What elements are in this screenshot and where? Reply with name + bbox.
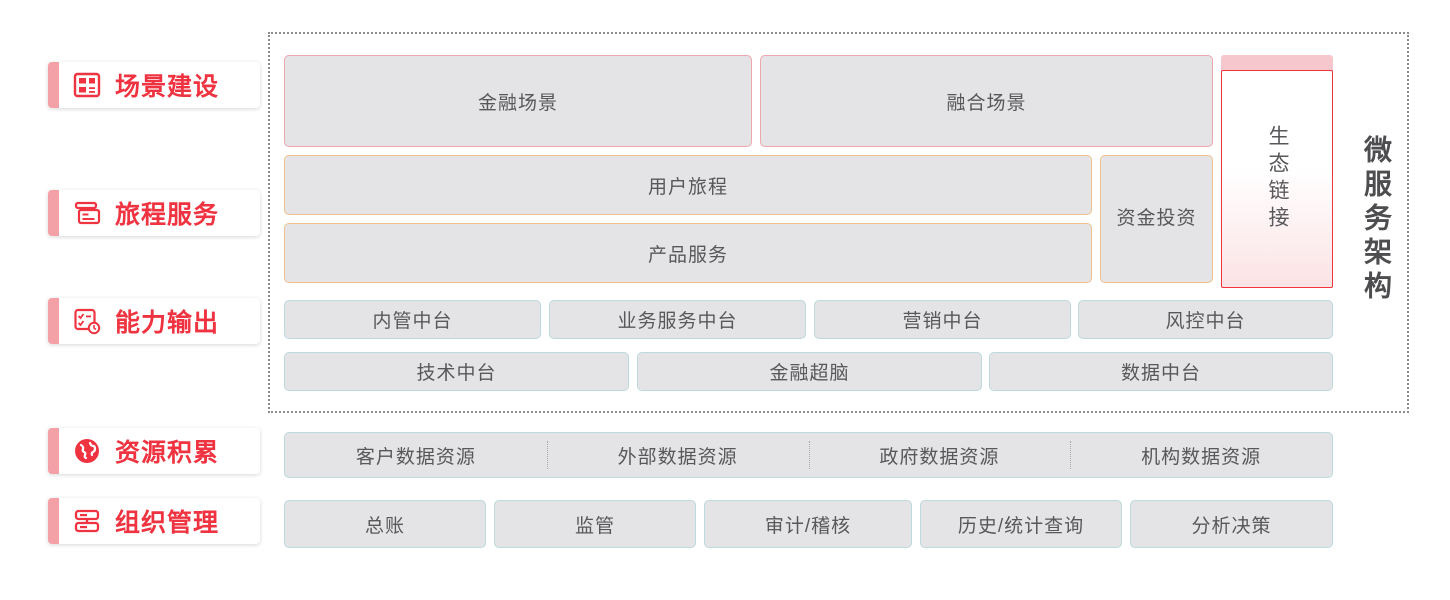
scene-box-label: 融合场景 [946,92,1027,114]
platform-box-risk-control[interactable]: 风控中台 [1078,300,1333,339]
resource-cell-government[interactable]: 政府数据资源 [808,433,1071,477]
sidebar-item-organization-management[interactable]: 组织管理 [48,498,260,544]
org-chart-icon [72,506,102,536]
resource-strip: 客户数据资源 外部数据资源 政府数据资源 机构数据资源 [284,432,1333,478]
org-box-analysis-decision[interactable]: 分析决策 [1130,500,1333,548]
sidebar-item-label: 场景建设 [115,73,220,101]
org-box-label: 总账 [364,515,405,537]
journey-box-user-journey[interactable]: 用户旅程 [284,155,1092,215]
sidebar-item-label: 能力输出 [115,309,220,337]
resource-cell-label: 机构数据资源 [1141,446,1262,468]
microservice-architecture-caption: 微服务架构 [1361,135,1392,305]
resource-cell-label: 外部数据资源 [617,446,738,468]
sidebar-item-label: 组织管理 [115,509,220,537]
org-box-label: 分析决策 [1191,515,1272,537]
globe-icon [72,436,102,466]
journey-box-label: 产品服务 [647,244,728,266]
microservice-boundary-frame [268,32,1409,413]
dashboard-grid-icon [72,70,102,100]
resource-cell-external[interactable]: 外部数据资源 [546,433,809,477]
resource-cell-customer[interactable]: 客户数据资源 [285,433,547,477]
org-box-label: 审计/稽核 [764,515,852,537]
platform-box-label: 金融超脑 [769,363,850,384]
card-journey-icon [72,198,102,228]
platform-box-label: 技术中台 [416,363,497,384]
eco-link-cap [1221,55,1333,73]
funding-investment-box[interactable]: 资金投资 [1100,155,1213,283]
eco-link-label: 生态链接 [1266,125,1289,233]
sidebar-item-label: 资源积累 [115,439,220,467]
journey-box-product-service[interactable]: 产品服务 [284,223,1092,283]
platform-box-data[interactable]: 数据中台 [989,352,1333,391]
sidebar-item-resource-accumulation[interactable]: 资源积累 [48,428,260,474]
resource-cell-label: 客户数据资源 [355,446,476,468]
funding-investment-label: 资金投资 [1116,208,1197,230]
journey-box-label: 用户旅程 [647,176,728,198]
scene-box-financial[interactable]: 金融场景 [284,55,752,147]
platform-box-label: 营销中台 [902,311,983,332]
platform-box-internal-management[interactable]: 内管中台 [284,300,541,339]
org-box-label: 历史/统计查询 [957,515,1085,537]
platform-box-label: 数据中台 [1120,363,1201,384]
scene-box-integrated[interactable]: 融合场景 [760,55,1213,147]
org-box-label: 监管 [574,515,615,537]
resource-cell-institution[interactable]: 机构数据资源 [1070,433,1332,477]
platform-box-financial-brain[interactable]: 金融超脑 [637,352,982,391]
checklist-clock-icon [72,306,102,336]
sidebar-item-capability-output[interactable]: 能力输出 [48,298,260,344]
sidebar-item-journey-service[interactable]: 旅程服务 [48,190,260,236]
sidebar-item-label: 旅程服务 [115,201,220,229]
platform-box-label: 业务服务中台 [617,311,738,332]
org-box-audit[interactable]: 审计/稽核 [704,500,912,548]
platform-box-technology[interactable]: 技术中台 [284,352,629,391]
platform-box-marketing[interactable]: 营销中台 [814,300,1071,339]
eco-link-box[interactable]: 生态链接 [1221,70,1333,288]
platform-box-label: 风控中台 [1165,311,1246,332]
org-box-history-statistics-query[interactable]: 历史/统计查询 [920,500,1122,548]
platform-box-business-service[interactable]: 业务服务中台 [549,300,806,339]
org-box-supervision[interactable]: 监管 [494,500,696,548]
resource-cell-label: 政府数据资源 [879,446,1000,468]
platform-box-label: 内管中台 [372,311,453,332]
scene-box-label: 金融场景 [477,92,558,114]
sidebar-item-scene-building[interactable]: 场景建设 [48,62,260,108]
org-box-general-ledger[interactable]: 总账 [284,500,486,548]
